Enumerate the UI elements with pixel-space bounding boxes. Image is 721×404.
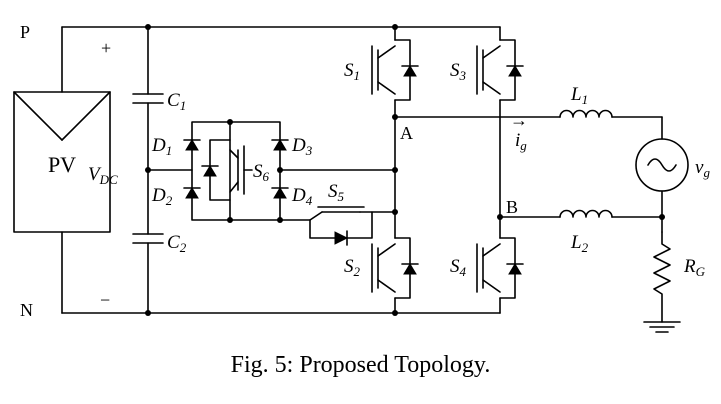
- s3-igbt: [476, 39, 524, 101]
- s3-label: S3: [450, 60, 467, 83]
- l2-label: L2: [570, 232, 589, 255]
- rg-resistor: [653, 231, 671, 323]
- vg-label: vg: [695, 157, 710, 180]
- junction-dots: [145, 24, 665, 316]
- s6-antiparallel-diode: [203, 165, 217, 177]
- l1-inductor: [559, 109, 663, 118]
- d1-label: D1: [151, 135, 172, 158]
- d4-label: D4: [291, 185, 313, 208]
- s6-label: S6: [253, 161, 270, 184]
- c1-label: C1: [167, 90, 186, 113]
- pv-panel: PV: [13, 91, 111, 233]
- d3-diode: [273, 139, 287, 151]
- s2-igbt: [371, 237, 419, 299]
- vdc-label: VDC: [88, 164, 118, 187]
- minus-sign: −: [100, 290, 110, 310]
- figure-caption: Fig. 5: Proposed Topology.: [230, 352, 491, 378]
- s5-diode: [334, 231, 349, 245]
- d3-label: D3: [291, 135, 313, 158]
- s4-igbt: [476, 237, 524, 299]
- pv-label: PV: [48, 152, 76, 177]
- ig-label: ig: [515, 130, 527, 153]
- l2-inductor: [559, 209, 663, 218]
- plus-sign: +: [101, 38, 111, 58]
- capacitor-branch: [132, 26, 193, 314]
- dc-bus-wires: [61, 26, 501, 314]
- ground-symbol: [643, 321, 681, 333]
- leg-b: [476, 26, 561, 314]
- ig-arrow: →: [510, 110, 528, 130]
- rg-label: RG: [683, 256, 706, 279]
- c2-label: C2: [167, 232, 187, 255]
- d2-label: D2: [151, 185, 173, 208]
- d1-diode: [185, 139, 199, 151]
- s1-label: S1: [344, 60, 360, 83]
- s1-igbt: [371, 39, 419, 101]
- node-b-label: B: [506, 197, 518, 217]
- diode-bridge: [183, 121, 396, 221]
- l1-label: L1: [570, 84, 588, 107]
- s2-label: S2: [344, 256, 361, 279]
- grid-voltage-source: [635, 116, 689, 233]
- n-terminal-label: N: [20, 300, 33, 320]
- node-a-label: A: [400, 123, 413, 143]
- leg-a: [371, 26, 561, 314]
- s5-switch: [279, 206, 396, 246]
- d4-diode: [273, 187, 287, 199]
- s5-label: S5: [328, 181, 345, 204]
- d2-diode: [185, 187, 199, 199]
- s4-label: S4: [450, 256, 467, 279]
- p-terminal-label: P: [20, 22, 30, 42]
